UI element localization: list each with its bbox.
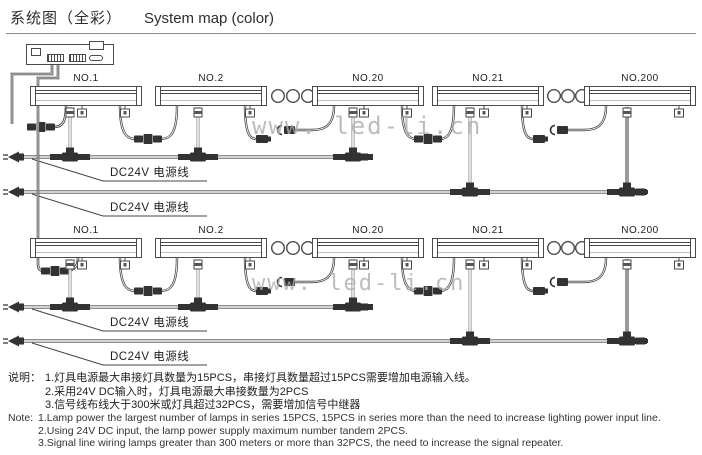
continuation-dot-icon xyxy=(561,240,576,255)
note-en-item: 1.Lamp power the largest number of lamps… xyxy=(38,412,661,424)
led-bar-fixture: NO.200 xyxy=(584,73,696,106)
t-connector-icon xyxy=(50,154,62,160)
cable-connector-icon xyxy=(549,124,556,136)
notes-zh: 说明： 1.灯具电源最大串接灯具数量为15PCS，串接灯具数量超过15PCS需要… xyxy=(8,372,476,413)
note-zh-item: 1.灯具电源最大串接灯具数量为15PCS，串接灯具数量超过15PCS需要增加电源… xyxy=(45,372,476,384)
cable-connector-icon xyxy=(134,135,143,143)
led-bar-fixture: NO.20 xyxy=(312,225,424,258)
notes-en: Note: 1.Lamp power the largest number of… xyxy=(8,412,661,450)
page-title-zh: 系统图（全彩） xyxy=(10,10,123,27)
continuation-dot-icon xyxy=(547,240,562,255)
t-connector-icon xyxy=(607,338,619,344)
t-connector-icon xyxy=(450,338,462,344)
cable-connector-icon xyxy=(276,276,283,288)
led-bar-fixture: NO.20 xyxy=(312,73,424,106)
led-bar-fixture: NO.1 xyxy=(30,73,142,106)
cable-connector-icon xyxy=(134,287,143,295)
bar-label: NO.200 xyxy=(621,73,659,84)
cable-connector-icon xyxy=(276,124,283,136)
label-leader-line xyxy=(31,342,207,366)
title-divider xyxy=(6,33,696,34)
t-connector-icon xyxy=(50,304,62,310)
label-leader-line xyxy=(31,193,207,217)
bar-label: NO.21 xyxy=(472,225,504,236)
cable-connector-icon xyxy=(256,287,268,295)
bar-label: NO.1 xyxy=(73,225,99,236)
controller-box xyxy=(26,41,114,65)
dip-switch-icon xyxy=(69,54,86,62)
cable-connector-icon xyxy=(533,135,545,143)
dc-plug-icon xyxy=(8,151,19,163)
controller-led-icon xyxy=(31,48,41,56)
power-line-label: DC24V 电源线 xyxy=(110,351,190,363)
controller-display-icon xyxy=(89,41,104,50)
t-connector-icon xyxy=(450,189,462,195)
bar-label: NO.21 xyxy=(472,73,504,84)
bar-label: NO.20 xyxy=(352,225,384,236)
cable-connector-icon xyxy=(533,287,545,295)
cable-connector-icon xyxy=(549,276,556,288)
note-en-item: 3.Signal line wiring lamps greater than … xyxy=(38,437,564,450)
controller-slot-icon xyxy=(89,55,103,61)
continuation-dot-icon xyxy=(547,88,562,103)
t-connector-icon xyxy=(333,304,345,310)
note-en-item: 2.Using 24V DC input, the lamp power sup… xyxy=(38,424,409,437)
note-zh-item: 3.信号线布线大于300米或灯具超过32PCS，需要增加信号中继器 xyxy=(45,399,361,411)
cable-connector-icon xyxy=(414,135,423,143)
t-connector-icon xyxy=(178,304,190,310)
t-connector-icon xyxy=(333,154,345,160)
power-line-label: DC24V 电源线 xyxy=(110,167,190,179)
power-line-label: DC24V 电源线 xyxy=(110,317,190,329)
continuation-dot-icon xyxy=(271,240,286,255)
bar-label: NO.20 xyxy=(352,73,384,84)
t-connector-icon xyxy=(607,189,619,195)
led-bar-fixture: NO.21 xyxy=(432,225,544,258)
power-line-label: DC24V 电源线 xyxy=(110,202,190,214)
page-title: 系统图（全彩） System map (color) xyxy=(10,7,274,28)
bar-label: NO.2 xyxy=(198,73,224,84)
cable-connector-icon xyxy=(414,287,423,295)
led-bar-fixture: NO.200 xyxy=(584,225,696,258)
note-zh-item: 2.采用24V DC输入时，灯具电源最大串接数量为2PCS xyxy=(45,385,309,398)
dc-plug-icon xyxy=(8,335,19,347)
continuation-dot-icon xyxy=(561,88,576,103)
cable-connector-icon xyxy=(41,267,50,275)
t-connector-icon xyxy=(178,154,190,160)
led-bar-fixture: NO.21 xyxy=(432,73,544,106)
notes-en-prefix: Note: xyxy=(8,412,34,424)
cable-connector-icon xyxy=(27,123,36,131)
bar-label: NO.1 xyxy=(73,73,99,84)
bar-label: NO.200 xyxy=(621,225,659,236)
bar-label: NO.2 xyxy=(198,225,224,236)
notes-zh-prefix: 说明： xyxy=(8,372,41,384)
label-leader-line xyxy=(31,308,207,332)
led-bar-fixture: NO.2 xyxy=(155,225,267,258)
led-bar-fixture: NO.1 xyxy=(30,225,142,258)
dc-plug-icon xyxy=(8,301,19,313)
cable-connector-icon xyxy=(256,135,268,143)
label-leader-line xyxy=(31,158,207,182)
dc-plug-icon xyxy=(8,186,19,198)
page-title-en: System map (color) xyxy=(144,10,275,27)
continuation-dot-icon xyxy=(286,88,301,103)
led-bar-fixture: NO.2 xyxy=(155,73,267,106)
continuation-dot-icon xyxy=(286,240,301,255)
continuation-dot-icon xyxy=(271,88,286,103)
dip-switch-icon xyxy=(47,54,64,62)
